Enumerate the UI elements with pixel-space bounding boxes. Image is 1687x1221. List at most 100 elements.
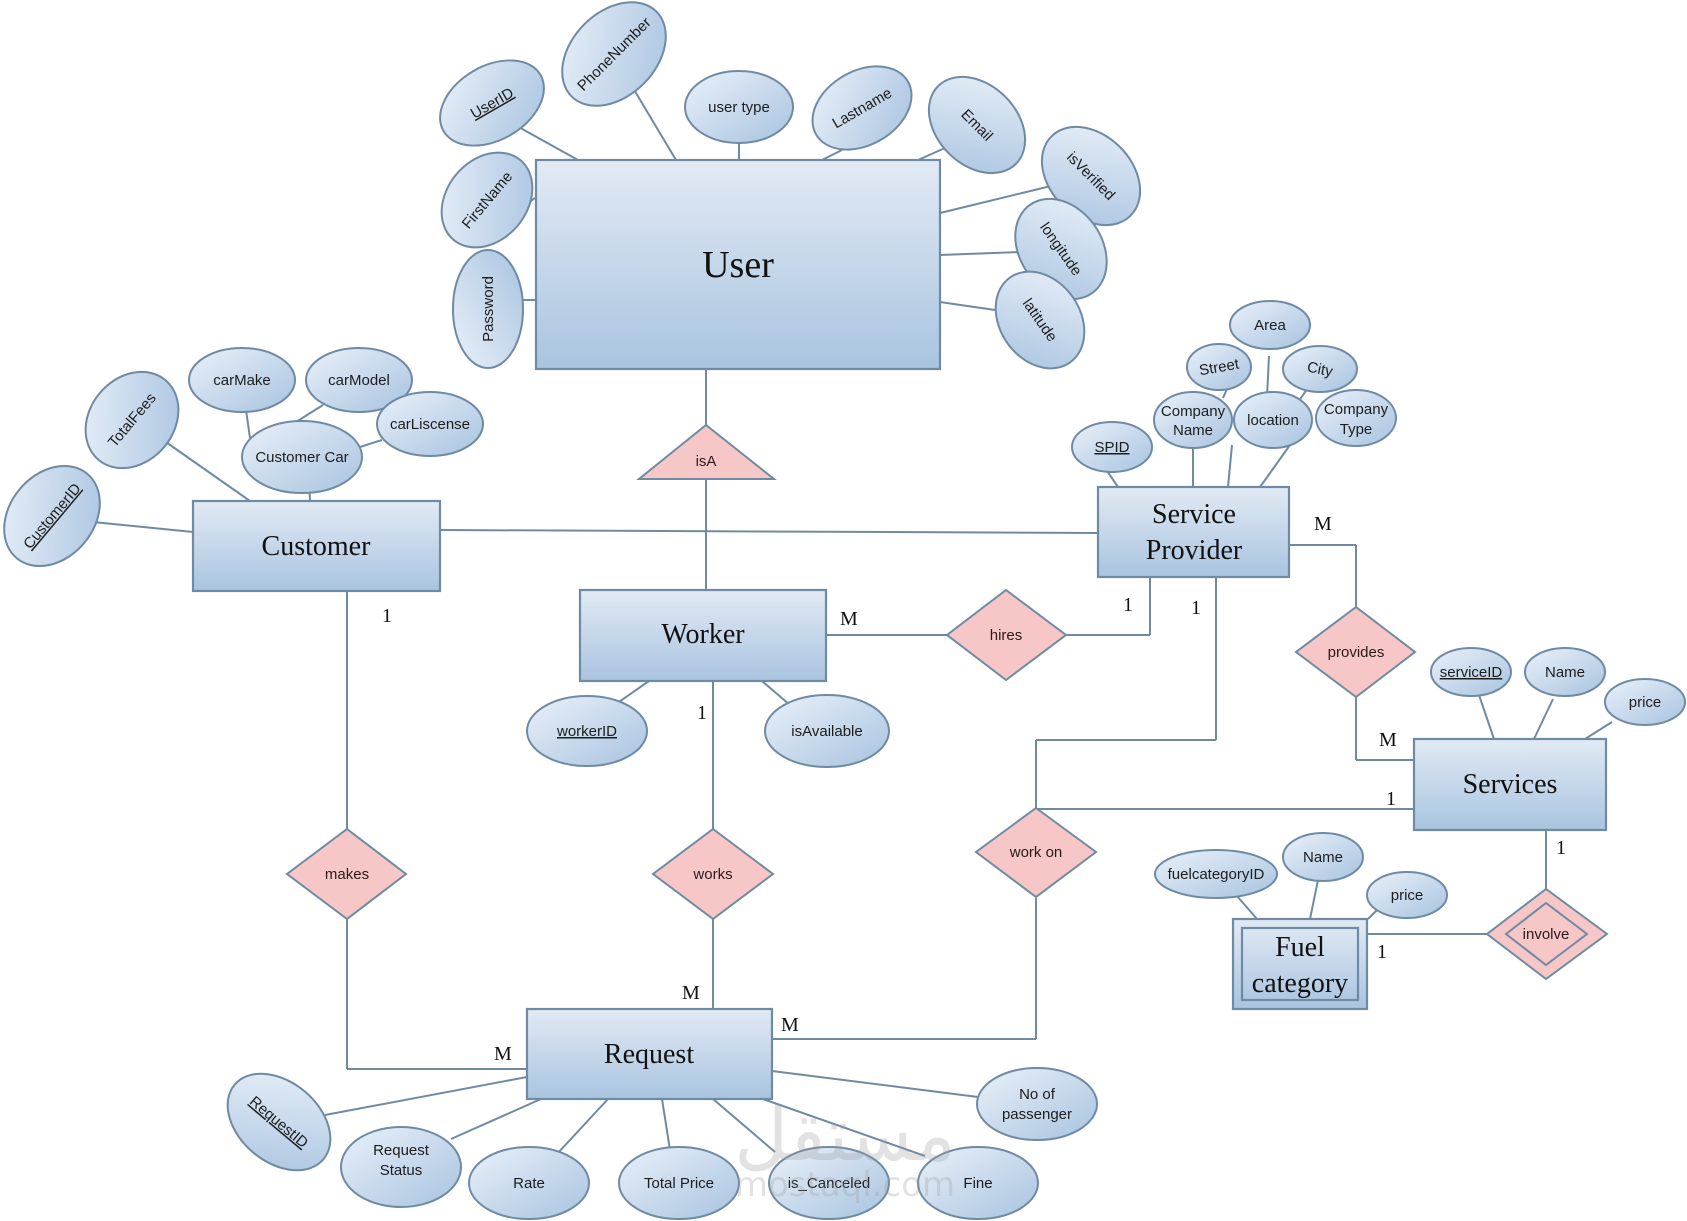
attribute-customerid[interactable]: CustomerID — [0, 447, 120, 585]
relationship-work-on[interactable]: work on — [974, 806, 1098, 899]
relationship-hires-label: hires — [990, 627, 1023, 644]
attribute-companytype[interactable]: Company Type — [1315, 389, 1397, 447]
attribute-requeststatus[interactable]: Request Status — [340, 1126, 462, 1208]
relationship-isa[interactable]: isA — [636, 423, 777, 480]
attribute-fuelname[interactable]: Name — [1282, 832, 1364, 882]
entity-fuel-category-label-1: Fuel — [1275, 932, 1325, 963]
attribute-workerid-label: workerID — [556, 723, 617, 740]
cardinality-labels: M M 1 1 1 1 M 1 1 1 M M M — [382, 513, 1566, 1065]
attribute-fuelprice[interactable]: price — [1366, 871, 1448, 919]
attribute-noofpassenger-label-2: passenger — [1002, 1106, 1072, 1123]
attribute-isavailable[interactable]: isAvailable — [764, 694, 890, 768]
entity-user[interactable]: User — [534, 158, 942, 371]
attribute-fuelcategoryid[interactable]: fuelcategoryID — [1154, 849, 1278, 899]
entity-service-provider-label-1: Service — [1152, 499, 1236, 530]
relationship-makes[interactable]: makes — [285, 827, 408, 921]
attribute-totalprice-label: Total Price — [644, 1175, 714, 1192]
relationship-works[interactable]: works — [651, 827, 775, 921]
attribute-serviceprice-label: price — [1629, 694, 1662, 711]
attribute-carmake[interactable]: carMake — [188, 347, 296, 413]
attribute-totalfees[interactable]: TotalFees — [66, 353, 197, 487]
entity-worker[interactable]: Worker — [578, 588, 828, 683]
attribute-serviceid-label: serviceID — [1440, 664, 1503, 681]
relationship-provides[interactable]: provides — [1294, 605, 1417, 699]
attribute-fine[interactable]: Fine — [917, 1146, 1039, 1220]
attribute-spid-label: SPID — [1094, 439, 1129, 456]
attribute-companyname-label-2: Name — [1173, 422, 1213, 439]
entity-worker-label: Worker — [661, 619, 745, 650]
attribute-street-label: Street — [1198, 356, 1241, 380]
attribute-location[interactable]: location — [1233, 391, 1313, 449]
relationship-work-on-label: work on — [1009, 844, 1063, 861]
attribute-iscanceled[interactable]: is_Canceled — [768, 1146, 890, 1220]
attribute-companyname[interactable]: Company Name — [1153, 391, 1233, 449]
attribute-noofpassenger[interactable]: No of passenger — [976, 1067, 1098, 1141]
attribute-totalprice[interactable]: Total Price — [618, 1146, 740, 1220]
cardinality-services-involve: 1 — [1556, 837, 1566, 859]
relationship-involve[interactable]: involve — [1485, 887, 1609, 981]
attribute-companytype-label-1: Company — [1324, 401, 1389, 418]
attribute-firstname[interactable]: FirstName — [423, 134, 551, 265]
watermark: مستقل mostaql.com — [734, 1092, 955, 1205]
attribute-isverified[interactable]: isVerified — [1022, 107, 1159, 244]
attribute-noofpassenger-label-1: No of — [1019, 1086, 1056, 1103]
attribute-fuelcategoryid-label: fuelcategoryID — [1168, 866, 1265, 883]
cardinality-customer-makes: 1 — [382, 605, 392, 627]
entity-customer[interactable]: Customer — [191, 499, 442, 593]
connector-lines — [92, 87, 1613, 1157]
attribute-carmodel[interactable]: carModel — [305, 347, 413, 413]
attribute-requeststatus-label-1: Request — [373, 1142, 430, 1159]
entity-fuel-category[interactable]: Fuel category — [1231, 917, 1369, 1011]
entity-customer-label: Customer — [262, 531, 372, 562]
cardinality-sp-provides: M — [1314, 513, 1332, 535]
attribute-phonenumber[interactable]: PhoneNumber — [542, 0, 686, 126]
entity-service-provider[interactable]: Service Provider — [1096, 485, 1291, 579]
attribute-servicename-label: Name — [1545, 664, 1585, 681]
attribute-usertype[interactable]: user type — [684, 70, 794, 144]
attribute-serviceprice[interactable]: price — [1604, 678, 1686, 726]
attribute-servicename[interactable]: Name — [1524, 647, 1606, 697]
cardinality-sp-workon: 1 — [1191, 597, 1201, 619]
relationship-makes-label: makes — [325, 866, 369, 883]
attribute-area[interactable]: Area — [1229, 300, 1311, 350]
attribute-isavailable-label: isAvailable — [791, 723, 862, 740]
attribute-password[interactable]: Password — [452, 249, 524, 369]
attribute-city[interactable]: City — [1282, 345, 1358, 393]
relationship-involve-label: involve — [1523, 926, 1570, 943]
attribute-customercar[interactable]: Customer Car — [241, 420, 363, 494]
entity-request[interactable]: Request — [525, 1007, 774, 1101]
entity-services-label: Services — [1463, 769, 1558, 800]
attribute-rate[interactable]: Rate — [468, 1146, 590, 1220]
attribute-requeststatus-label-2: Status — [380, 1162, 423, 1179]
cardinality-fuel-involve: 1 — [1377, 941, 1387, 963]
attribute-latitude[interactable]: latitude — [977, 254, 1102, 385]
relationship-hires[interactable]: hires — [945, 588, 1068, 682]
attribute-email[interactable]: Email — [910, 58, 1044, 192]
entity-request-label: Request — [604, 1039, 694, 1070]
entity-user-label: User — [702, 244, 774, 286]
entity-fuel-category-label-2: category — [1252, 968, 1348, 999]
attribute-fine-label: Fine — [963, 1175, 992, 1192]
cardinality-request-makes: M — [494, 1043, 512, 1065]
attribute-area-label: Area — [1254, 317, 1286, 334]
entity-services[interactable]: Services — [1412, 737, 1608, 832]
attribute-carliscense-label: carLiscense — [390, 416, 470, 433]
attribute-city-label: City — [1305, 358, 1334, 380]
attribute-rate-label: Rate — [513, 1175, 545, 1192]
attribute-spid[interactable]: SPID — [1071, 421, 1153, 473]
attribute-serviceid[interactable]: serviceID — [1430, 647, 1512, 697]
attribute-lastname[interactable]: Lastname — [798, 49, 927, 166]
attribute-fuelname-label: Name — [1303, 849, 1343, 866]
attribute-fuelprice-label: price — [1391, 887, 1424, 904]
cardinality-request-workon: M — [781, 1014, 799, 1036]
attribute-usertype-label: user type — [708, 99, 770, 116]
attribute-workerid[interactable]: workerID — [526, 695, 648, 767]
attribute-carliscense[interactable]: carLiscense — [376, 391, 484, 457]
watermark-latin: mostaql.com — [735, 1165, 955, 1205]
cardinality-sp-hires: 1 — [1123, 594, 1133, 616]
attribute-street[interactable]: Street — [1186, 343, 1252, 391]
attribute-userid[interactable]: UserID — [425, 43, 559, 163]
attribute-requestid[interactable]: RequestID — [209, 1054, 349, 1190]
attribute-iscanceled-label: is_Canceled — [788, 1175, 871, 1192]
